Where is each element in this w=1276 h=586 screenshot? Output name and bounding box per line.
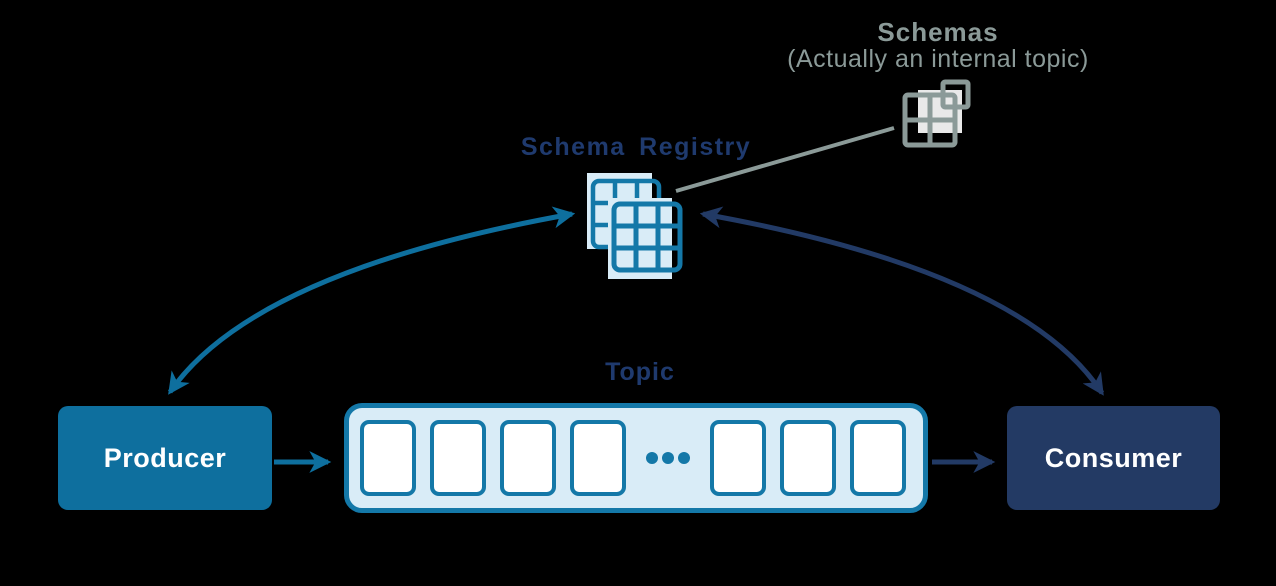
topic-label: Topic bbox=[605, 358, 675, 386]
topic-partitions-right bbox=[710, 420, 906, 496]
topic-partition bbox=[360, 420, 416, 496]
topic-partition bbox=[430, 420, 486, 496]
ellipsis-icon bbox=[626, 452, 710, 464]
topic-partition bbox=[710, 420, 766, 496]
topic-partitions-left bbox=[360, 420, 626, 496]
producer-registry-arrow bbox=[167, 206, 576, 395]
ellipsis-dot bbox=[646, 452, 658, 464]
schemas-title: Schemas bbox=[877, 17, 999, 47]
producer-label: Producer bbox=[103, 442, 227, 473]
consumer-label: Consumer bbox=[1044, 442, 1183, 473]
topic-box bbox=[344, 403, 928, 513]
ellipsis-dot bbox=[678, 452, 690, 464]
schemas-grid-icon bbox=[902, 79, 971, 148]
producer-box: Producer bbox=[58, 406, 272, 510]
registry-tables-icon bbox=[587, 173, 683, 279]
schemas-subtitle: (Actually an internal topic) bbox=[787, 45, 1089, 73]
topic-partition bbox=[500, 420, 556, 496]
consumer-box: Consumer bbox=[1007, 406, 1220, 510]
ellipsis-dot bbox=[662, 452, 674, 464]
schema-registry-label: Schema Registry bbox=[520, 133, 752, 161]
topic-partition bbox=[780, 420, 836, 496]
consumer-registry-arrow bbox=[699, 206, 1105, 396]
topic-partition bbox=[570, 420, 626, 496]
topic-partition bbox=[850, 420, 906, 496]
